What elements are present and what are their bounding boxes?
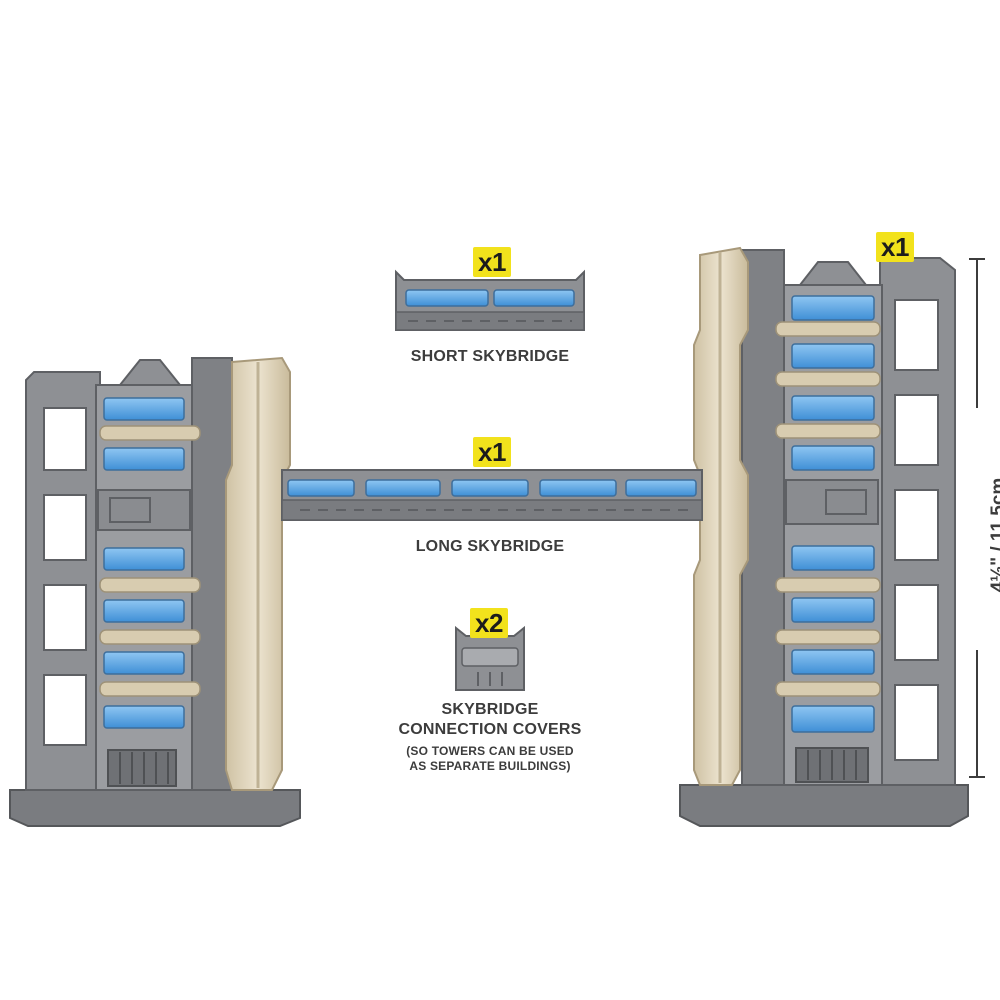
- right-tower-windows: [775, 295, 881, 733]
- connection-covers-label-line1: SKYBRIDGE: [441, 701, 539, 718]
- dimension-line-top: [976, 258, 978, 408]
- right-tower-base: [679, 784, 969, 827]
- short-skybridge: [395, 269, 585, 331]
- right-tower: [679, 246, 969, 827]
- left-tower: [9, 356, 301, 827]
- connection-covers-label-line2: CONNECTION COVERS: [398, 721, 582, 738]
- short-skybridge-label: SHORT SKYBRIDGE: [410, 348, 570, 365]
- connection-cover: [455, 625, 525, 691]
- left-tower-base: [9, 789, 301, 827]
- long-skybridge-label: LONG SKYBRIDGE: [415, 538, 565, 555]
- long-skybridge-quantity-badge: x1: [473, 437, 511, 467]
- dimension-bottom-tick: [969, 776, 985, 778]
- left-tower-windows: [99, 397, 201, 729]
- connection-covers-quantity-badge: x2: [470, 608, 508, 638]
- connection-covers-note-line2: AS SEPARATE BUILDINGS): [409, 759, 571, 773]
- short-skybridge-quantity-badge: x1: [473, 247, 511, 277]
- connection-covers-note-line1: (SO TOWERS CAN BE USED: [406, 744, 574, 758]
- dimension-line-bottom: [976, 650, 978, 776]
- right-tower-quantity-badge: x1: [876, 232, 914, 262]
- long-skybridge: [281, 469, 703, 521]
- height-dimension-label: 4½" / 11.5cm: [988, 477, 1000, 593]
